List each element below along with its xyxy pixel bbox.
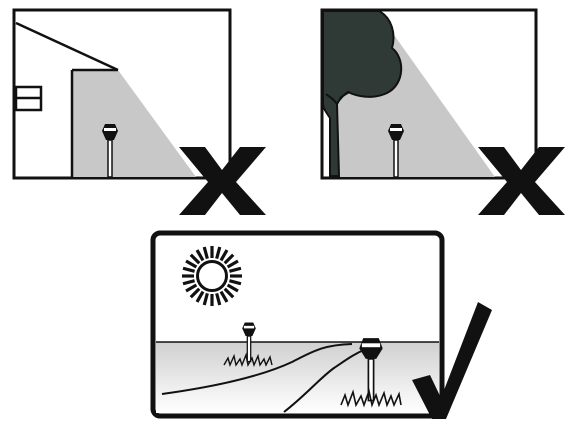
lawn-area [156,342,439,413]
panel-tree-shade [322,10,565,215]
sun-icon [182,246,242,306]
panel-open-yard [153,233,492,419]
window-icon [16,87,41,110]
panel-house-shade [14,10,266,215]
